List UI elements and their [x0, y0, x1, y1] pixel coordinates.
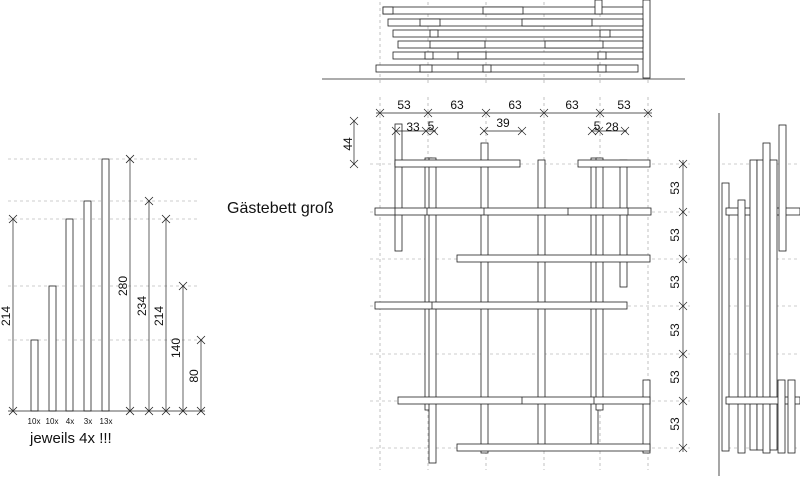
detail-dim-28: 28	[605, 120, 619, 134]
stick-234	[83, 200, 92, 412]
right-dim-1: 53	[668, 181, 682, 195]
length-label-234: 234	[135, 296, 149, 316]
plan-post	[619, 159, 628, 288]
detail-dim-5-left: 5	[428, 119, 435, 133]
plan-beam	[397, 396, 651, 405]
length-label-214-left: 214	[0, 306, 13, 326]
top-dim-3: 63	[508, 98, 522, 112]
count-label-234: 3x	[84, 417, 92, 426]
stick-140	[48, 285, 57, 412]
right-dim-3: 53	[668, 275, 682, 289]
top-dim-5: 53	[617, 98, 631, 112]
detail-dim-33: 33	[406, 120, 420, 134]
count-label-280: 13x	[100, 417, 113, 426]
plan-post	[428, 157, 437, 464]
count-label-80: 10x	[28, 417, 41, 426]
detail-dim-39: 39	[496, 116, 510, 130]
plan-beam	[456, 254, 651, 263]
top-dim-4: 63	[565, 98, 579, 112]
plan-beam	[394, 159, 521, 168]
plan-beam	[456, 443, 651, 452]
drawing-title: Gästebett groß	[227, 200, 334, 217]
length-label-80: 80	[187, 369, 201, 383]
right-dim-5: 53	[668, 370, 682, 384]
plan-post	[595, 157, 604, 411]
top-dim-2: 63	[450, 98, 464, 112]
stick-214	[65, 218, 74, 412]
side-elevation-view	[718, 113, 800, 476]
right-dim-6: 53	[668, 417, 682, 431]
right-dim-4: 53	[668, 323, 682, 337]
length-label-140: 140	[169, 338, 183, 358]
count-label-214: 4x	[66, 417, 74, 426]
count-label-140: 10x	[46, 417, 59, 426]
plan-beam	[374, 301, 628, 310]
quantity-remark: jeweils 4x !!!	[30, 430, 112, 447]
length-label-214: 214	[152, 306, 166, 326]
plan-post	[480, 142, 489, 454]
plan-post	[394, 123, 403, 252]
top-elevation-view	[322, 0, 685, 85]
right-dim-2: 53	[668, 228, 682, 242]
length-label-280: 280	[116, 276, 130, 296]
plan-beam	[374, 207, 652, 216]
plan-view: 53 63 63 63 53 33 5 39 5 28 44	[341, 97, 690, 470]
plan-beam	[577, 159, 651, 168]
detail-dim-5-right: 5	[594, 119, 601, 133]
stick-80	[30, 339, 39, 412]
top-dim-1: 53	[397, 98, 411, 112]
stick-280	[101, 158, 110, 412]
plan-post	[642, 379, 651, 454]
stick-length-diagram: 214 280 234 214 140 80 10x 10x 4x 3x 13x	[0, 154, 206, 426]
left-dim-44: 44	[341, 137, 355, 151]
